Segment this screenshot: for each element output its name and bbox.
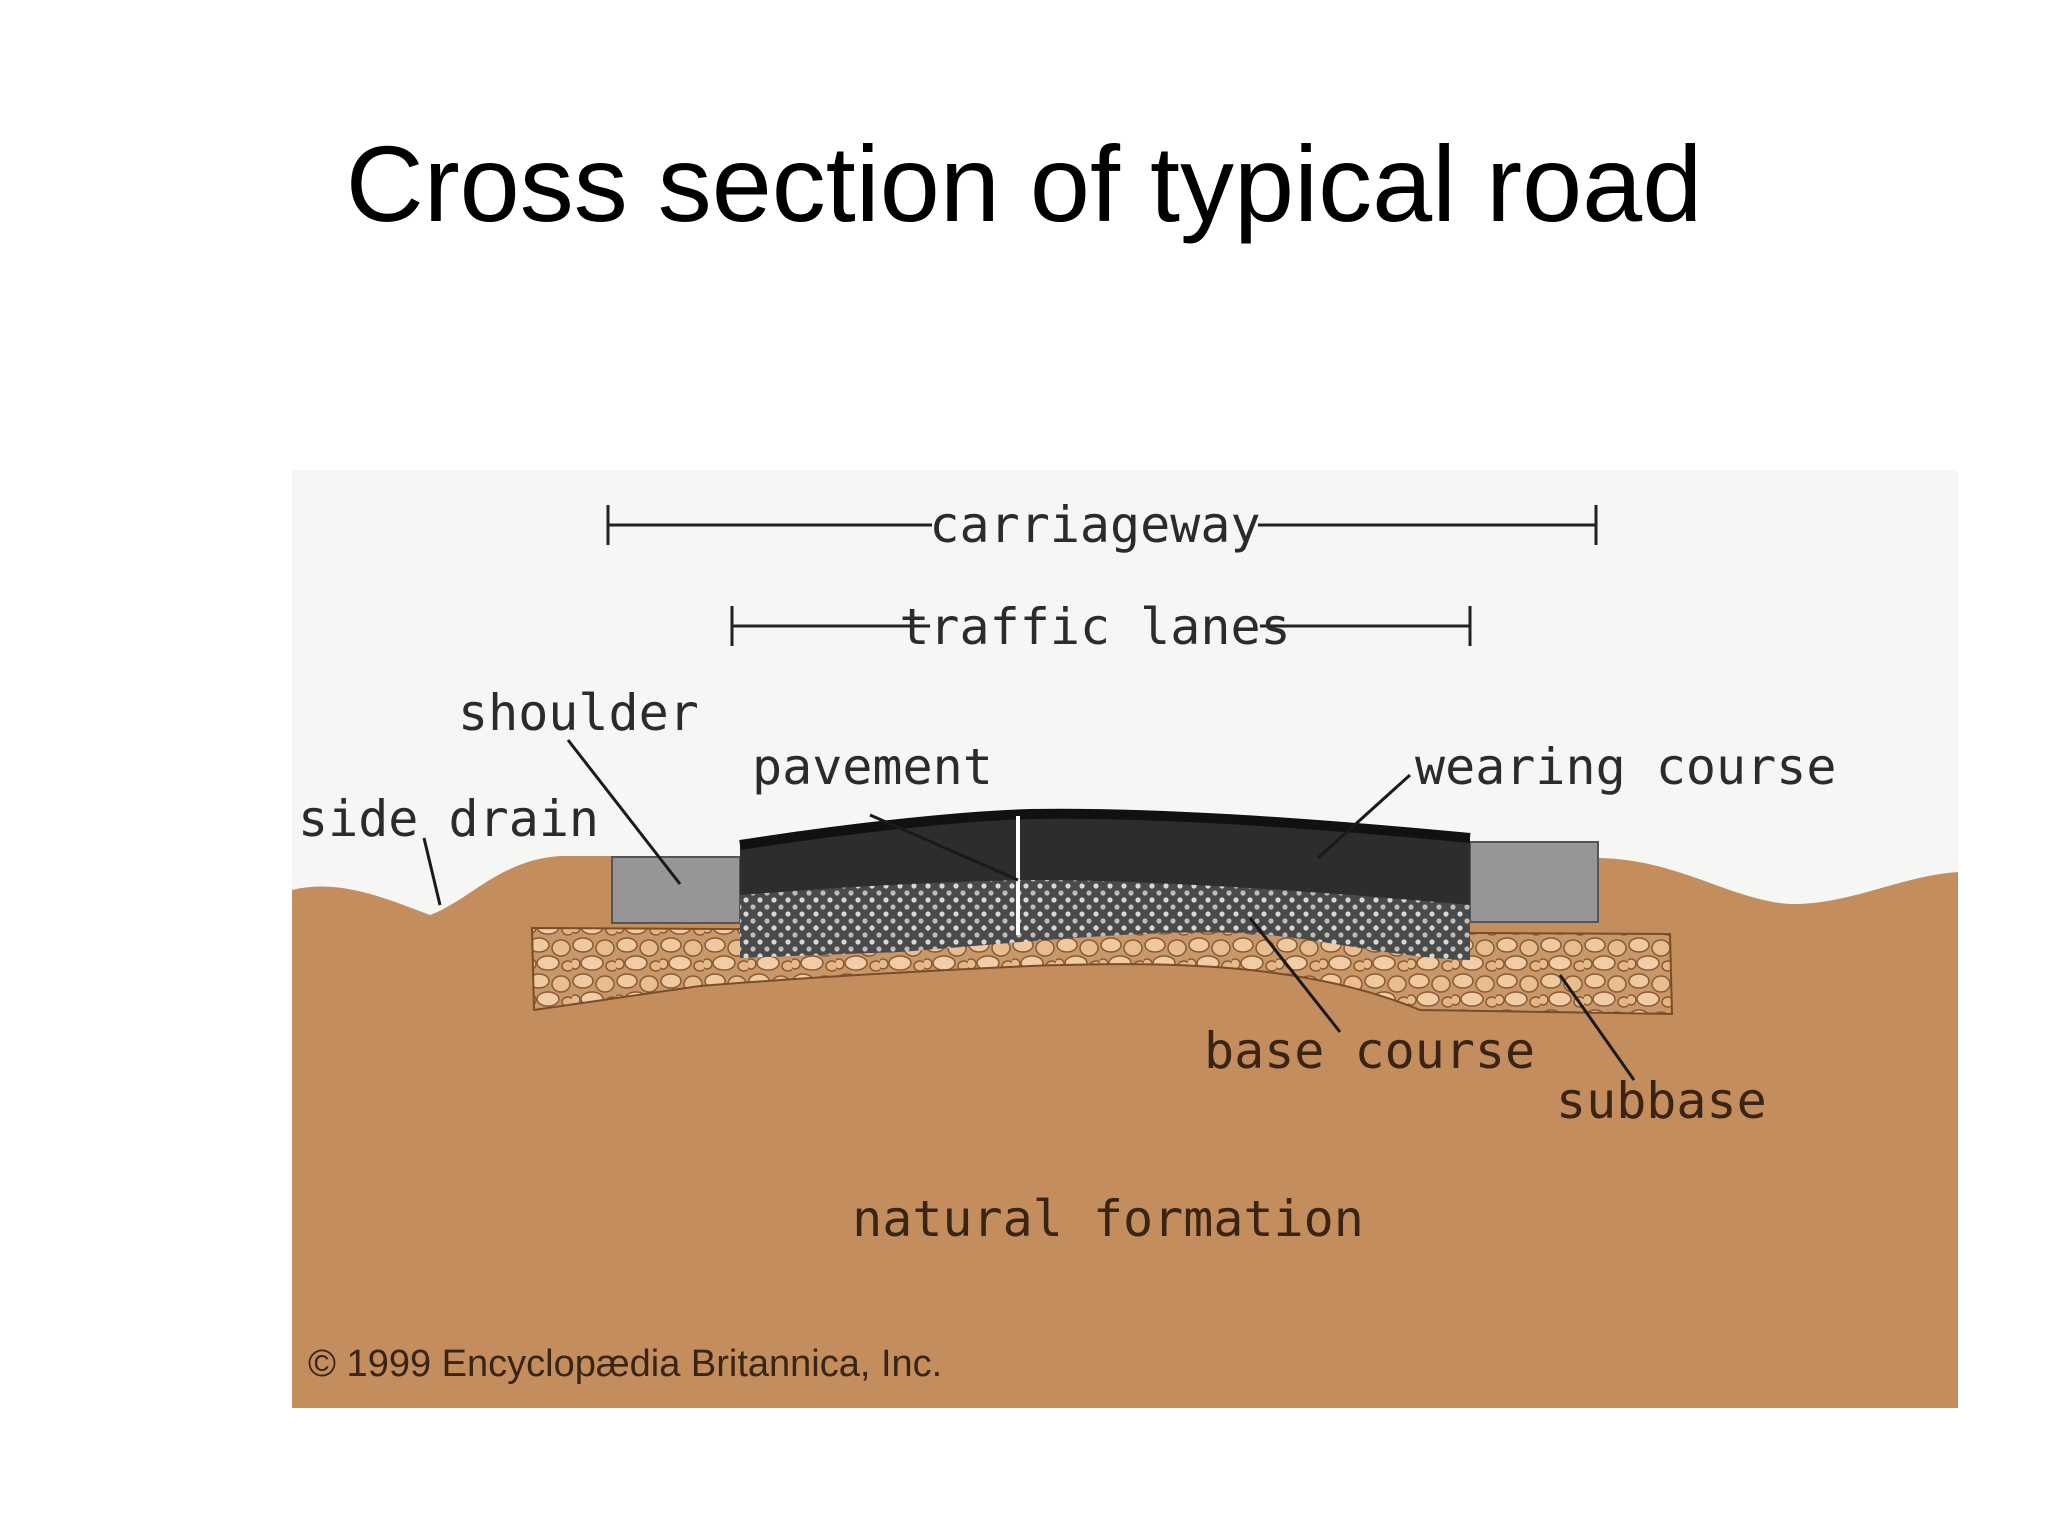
subbase-label: subbase (1556, 1072, 1767, 1130)
right-shoulder (1469, 841, 1599, 923)
traffic-lanes-label: traffic lanes (899, 598, 1290, 656)
base-course-label: base course (1204, 1022, 1535, 1080)
leader-lines (422, 739, 1636, 1081)
shoulder-label: shoulder (458, 684, 699, 742)
carriageway-label: carriageway (929, 496, 1260, 554)
slide-title: Cross section of typical road (345, 123, 1703, 244)
carriageway-dimension: carriageway (606, 496, 1598, 554)
side-drain-label: side drain (298, 790, 599, 848)
subbase-leader (1558, 974, 1636, 1081)
base-course-leader (1248, 917, 1342, 1033)
pavement-label: pavement (752, 738, 993, 796)
copyright-credit: © 1999 Encyclopædia Britannica, Inc. (308, 1343, 942, 1385)
shoulder-leader (566, 739, 682, 885)
natural-formation-label: natural formation (852, 1190, 1364, 1248)
wearing-course-label: wearing course (1415, 738, 1836, 796)
wearing-course-leader (1316, 773, 1412, 860)
pavement-leader (869, 813, 1019, 882)
left-shoulder (611, 856, 741, 924)
side-drain-leader (422, 837, 442, 906)
traffic-lanes-dimension: traffic lanes (730, 598, 1472, 656)
